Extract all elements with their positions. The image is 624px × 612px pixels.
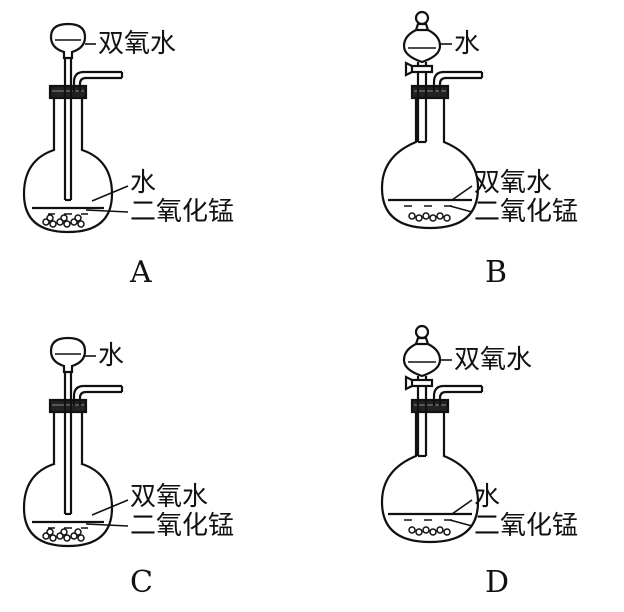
option-label-d: D	[485, 565, 510, 600]
apparatus-c	[22, 336, 129, 548]
option-label-c: C	[130, 565, 153, 600]
separatory-funnel-d	[402, 324, 442, 458]
delivery-tube-c	[72, 384, 124, 406]
option-label-b: B	[485, 255, 508, 290]
solid-label-a: 二氧化锰	[130, 197, 235, 227]
leader-lines-a	[85, 43, 129, 213]
funnel-label-a: 双氧水	[98, 29, 177, 59]
separatory-funnel-b	[402, 10, 442, 144]
delivery-tube-d	[432, 384, 484, 406]
liquid-label-b: 双氧水	[474, 168, 553, 198]
apparatus-b	[380, 10, 484, 230]
leader-lines-b	[440, 43, 473, 213]
solid-label-b: 二氧化锰	[474, 197, 579, 227]
funnel-label-d: 双氧水	[454, 345, 533, 375]
liquid-label-c: 双氧水	[130, 482, 209, 512]
leader-lines-d	[440, 359, 473, 527]
apparatus-d	[380, 324, 484, 544]
solid-label-c: 二氧化锰	[130, 511, 235, 541]
leader-lines-c	[85, 355, 129, 527]
funnel-label-b: 水	[454, 29, 481, 59]
option-label-a: A	[130, 255, 152, 290]
long-neck-funnel-a	[49, 22, 87, 202]
long-neck-funnel-c	[49, 336, 87, 516]
liquid-label-d: 水	[474, 482, 501, 512]
funnel-label-c: 水	[98, 341, 125, 371]
solid-label-d: 二氧化锰	[474, 511, 579, 541]
delivery-tube-a	[72, 70, 124, 92]
delivery-tube-b	[432, 70, 484, 92]
apparatus-a	[22, 22, 129, 234]
liquid-label-a: 水	[130, 168, 157, 198]
